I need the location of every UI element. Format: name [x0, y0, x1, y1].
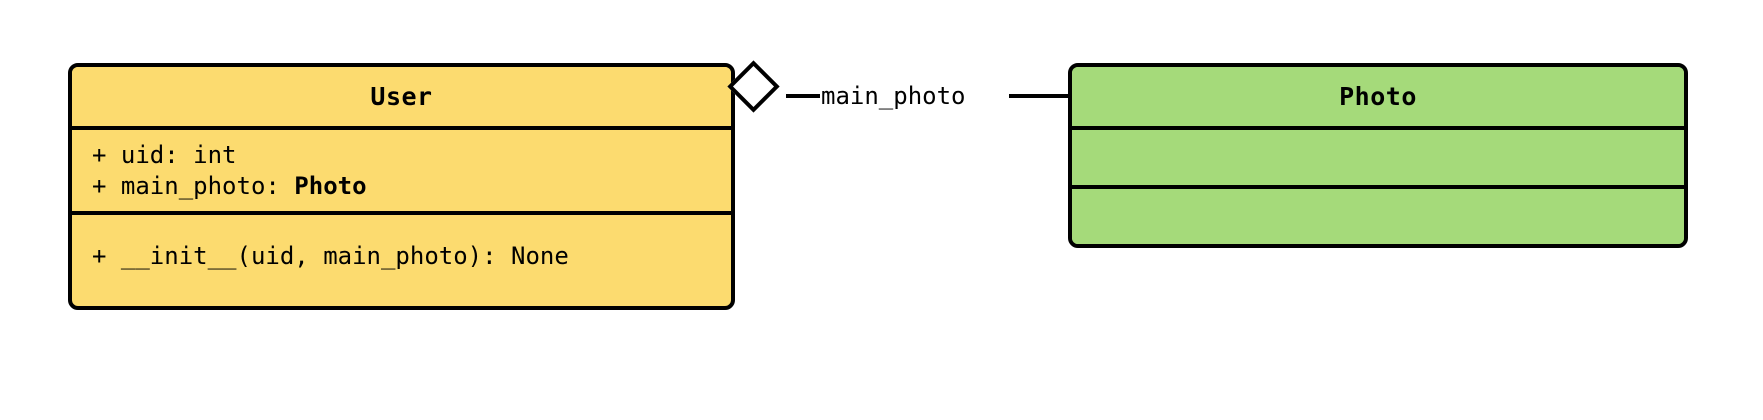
uml-class-photo-title: Photo — [1072, 67, 1684, 126]
uml-class-user-attributes: + uid: int + main_photo: Photo — [72, 126, 731, 211]
uml-class-photo[interactable]: Photo — [1068, 63, 1688, 248]
attribute-main-photo: + main_photo: Photo — [92, 171, 731, 202]
uml-class-user-methods: + __init__(uid, main_photo): None — [72, 211, 731, 298]
uml-class-user-title: User — [72, 67, 731, 126]
method-init: + __init__(uid, main_photo): None — [92, 242, 569, 270]
attribute-main-photo-label: + main_photo: — [92, 171, 295, 200]
uml-class-photo-attributes — [1072, 126, 1684, 185]
association-label: main_photo — [821, 82, 966, 110]
aggregation-diamond-icon — [727, 60, 780, 113]
uml-class-user[interactable]: User + uid: int + main_photo: Photo + __… — [68, 63, 735, 310]
association-line-right — [1009, 94, 1069, 98]
uml-class-photo-methods — [1072, 185, 1684, 244]
attribute-main-photo-type: Photo — [294, 171, 367, 200]
association-line-left — [786, 94, 820, 98]
attribute-uid: + uid: int — [92, 140, 237, 169]
